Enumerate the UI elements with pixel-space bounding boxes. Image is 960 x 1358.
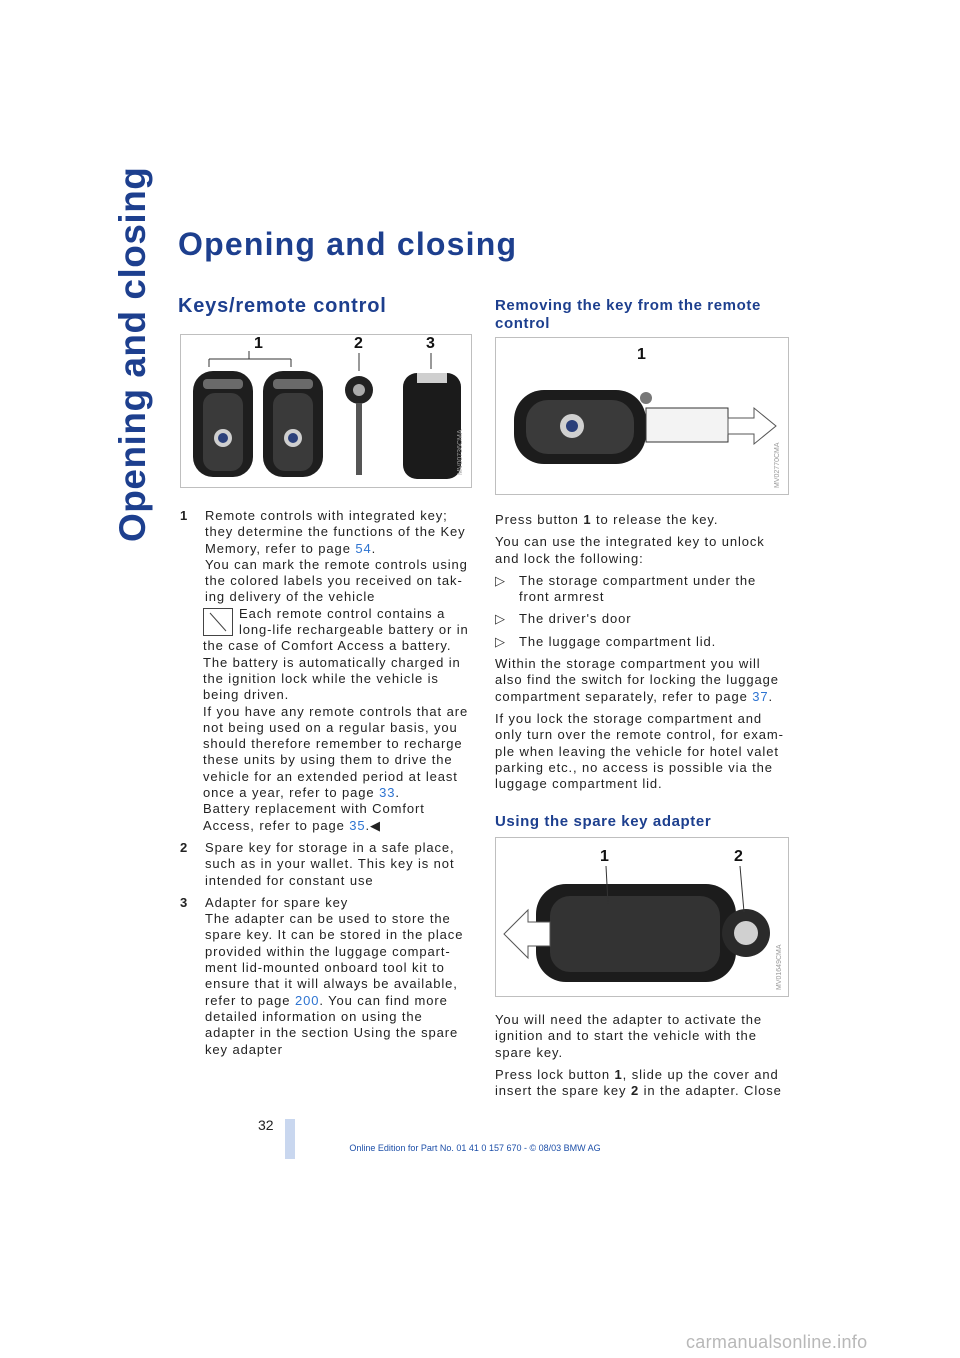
page-title: Opening and closing xyxy=(178,226,518,262)
right-column-top: Press button 1 to release the key. You c… xyxy=(495,512,785,798)
bullet-item: ▷The storage compartment under the front… xyxy=(495,572,757,605)
bullet-item: ▷The luggage compartment lid. xyxy=(495,633,717,649)
page-link-35[interactable]: 35 xyxy=(349,817,366,833)
valet-text: If you lock the storage compartment and … xyxy=(495,710,784,792)
adapter-illustration xyxy=(503,865,770,982)
press-button-text: Press button 1 to release the key. xyxy=(495,512,719,527)
footer-accent-bar xyxy=(285,1119,295,1159)
note-icon xyxy=(203,607,233,636)
page-link-33[interactable]: 33 xyxy=(379,785,396,801)
keys-callout-1: 1 xyxy=(254,335,263,352)
remove-figure-code: MV02770CMA xyxy=(774,442,781,488)
adapter-need-text: You will need the adapter to activate th… xyxy=(495,1012,762,1060)
edition-footer: Online Edition for Part No. 01 41 0 157 … xyxy=(349,1143,601,1153)
adapter-figure: 1 2 MV01649CMA xyxy=(495,837,789,997)
keys-callout-3: 3 xyxy=(426,335,435,352)
adapter-heading: Using the spare key adapter xyxy=(495,813,712,830)
adapter-figure-code: MV01649CMA xyxy=(776,944,783,990)
watermark: carmanualsonline.info xyxy=(686,1332,868,1352)
item-3: 3 Adapter for spare key The adapter can … xyxy=(180,894,464,1057)
use-key-text: You can use the integrated key to unlock… xyxy=(495,534,765,566)
item-2: 2 Spare key for storage in a safe place,… xyxy=(180,839,455,888)
item-1: 1 Remote controls with integrated key; t… xyxy=(180,508,469,833)
item-3-number: 3 xyxy=(180,894,189,910)
bullet-item: ▷The driver's door xyxy=(495,611,632,627)
side-section-title: Opening and closing xyxy=(112,166,153,542)
remove-key-heading: Removing the key from the remote control xyxy=(495,297,761,332)
keys-illustration xyxy=(193,351,461,479)
left-column: 1 Remote controls with integrated key; t… xyxy=(180,508,470,1064)
remove-key-illustration xyxy=(514,390,777,464)
adapter-callout-2: 2 xyxy=(734,848,743,865)
keys-heading: Keys/remote control xyxy=(178,295,387,317)
right-column-bottom: You will need the adapter to activate th… xyxy=(495,1012,785,1105)
item-1-number: 1 xyxy=(180,508,189,523)
remove-callout-1: 1 xyxy=(637,346,646,363)
item-2-number: 2 xyxy=(180,839,189,855)
storage-switch-text: Within the storage compartment you will … xyxy=(495,656,779,704)
battery-note: Each remote control contains a long-life… xyxy=(203,605,469,833)
keys-callout-2: 2 xyxy=(354,335,363,352)
adapter-callout-1: 1 xyxy=(600,848,609,865)
page-link-54[interactable]: 54 xyxy=(355,540,372,556)
keys-figure: 1 2 3 MV00736CMA xyxy=(180,334,472,488)
page-link-200[interactable]: 200 xyxy=(294,992,320,1008)
keys-figure-code: MV00736CMA xyxy=(457,429,464,475)
remove-key-figure: 1 MV02770CMA xyxy=(495,337,789,495)
press-lock-text: Press lock button 1, slide up the cover … xyxy=(495,1066,782,1099)
page-link-37[interactable]: 37 xyxy=(752,688,769,704)
page-number: 32 xyxy=(258,1117,274,1133)
